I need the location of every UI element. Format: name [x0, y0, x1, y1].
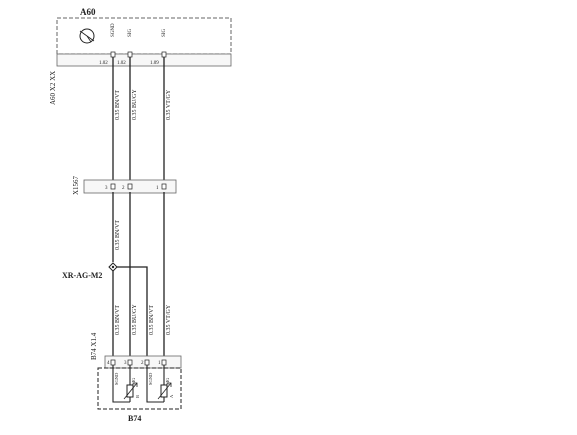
a60-label: A60 — [80, 7, 96, 17]
a60-ground-symbol-icon — [79, 28, 95, 44]
a60-pin-terminal — [161, 51, 167, 58]
x1567-pin-terminal — [161, 183, 167, 190]
a60-signal-label: SIG — [128, 29, 133, 37]
b74-signal-label: SIG — [131, 377, 136, 385]
wire-label: 0.35 VT/GY — [166, 89, 172, 120]
a60-dashed-box — [56, 17, 232, 55]
wire-label: 0.35 BN/VT — [149, 305, 155, 335]
b74-dashed-box — [97, 367, 182, 410]
b74-pin-number: 2 — [141, 361, 144, 366]
b74-sensor: B74 X1.4 B74 4 3 2 1 SGND SIG SGND SIG — [90, 332, 182, 423]
b74-connector-label: B74 X1.4 — [90, 332, 98, 360]
a60-pin-terminal — [110, 51, 116, 58]
wire-label: 0.35 BU/GY — [132, 89, 138, 120]
b74-signal-label: SGND — [114, 372, 119, 385]
a60-pin-number: 1.02 — [99, 61, 108, 66]
wire-label: 0.35 BN/VT — [115, 90, 121, 120]
x1567-connector: X1567 3 2 1 — [72, 175, 177, 195]
b74-signal-label: SIG — [165, 377, 170, 385]
a60-pin-number: 1.09 — [150, 61, 159, 66]
x1567-pin-number: 1 — [156, 186, 159, 191]
a60-pin-number: 1.02 — [117, 61, 126, 66]
variable-resistor-icon — [123, 382, 138, 400]
b74-pin-terminal — [161, 359, 167, 366]
b74-sensor-label: A — [169, 394, 174, 398]
x1567-pin-terminal — [127, 183, 133, 190]
variable-resistor-icon — [157, 382, 172, 400]
wire-label: 0.35 BN/VT — [115, 220, 121, 250]
b74-signal-label: SGND — [148, 372, 153, 385]
b74-pin-number: 1 — [158, 361, 161, 366]
x1567-pin-number: 3 — [105, 186, 108, 191]
b74-pin-terminal — [127, 359, 133, 366]
wire-label: 0.35 VT/GY — [166, 304, 172, 335]
splice-dot-icon — [111, 265, 115, 269]
a60-module: A60 SGND SIG SIG 1.02 1.02 1.09 A60 X2 X… — [49, 7, 232, 105]
a60-signal-label: SIG — [162, 29, 167, 37]
x1567-label: X1567 — [72, 175, 80, 195]
upper-wires — [112, 57, 165, 183]
middle-wires — [112, 192, 165, 360]
a60-connector-block — [56, 53, 232, 67]
splice-xr-ag-m2: XR-AG-M2 — [62, 262, 148, 360]
a60-connector-label: A60 X2 XX — [49, 71, 57, 105]
b74-pin-number: 4 — [107, 361, 110, 366]
a60-signal-label: SGND — [111, 23, 116, 37]
x1567-pin-terminal — [110, 183, 116, 190]
wire-label: 0.35 BN/VT — [115, 305, 121, 335]
b74-pin-terminal — [144, 359, 150, 366]
b74-pin-terminal — [110, 359, 116, 366]
b74-pin-number: 3 — [124, 361, 127, 366]
x1567-pin-number: 2 — [122, 186, 125, 191]
b74-sensor-label: B — [135, 395, 140, 398]
b74-label: B74 — [128, 414, 141, 423]
b74-internal-wire — [112, 365, 130, 403]
wire-bn-vt-branch — [117, 266, 148, 360]
wire-label: 0.35 BU/GY — [132, 304, 138, 335]
a60-pin-terminal — [127, 51, 133, 58]
splice-label: XR-AG-M2 — [62, 271, 102, 280]
b74-internal-wire — [146, 365, 164, 403]
